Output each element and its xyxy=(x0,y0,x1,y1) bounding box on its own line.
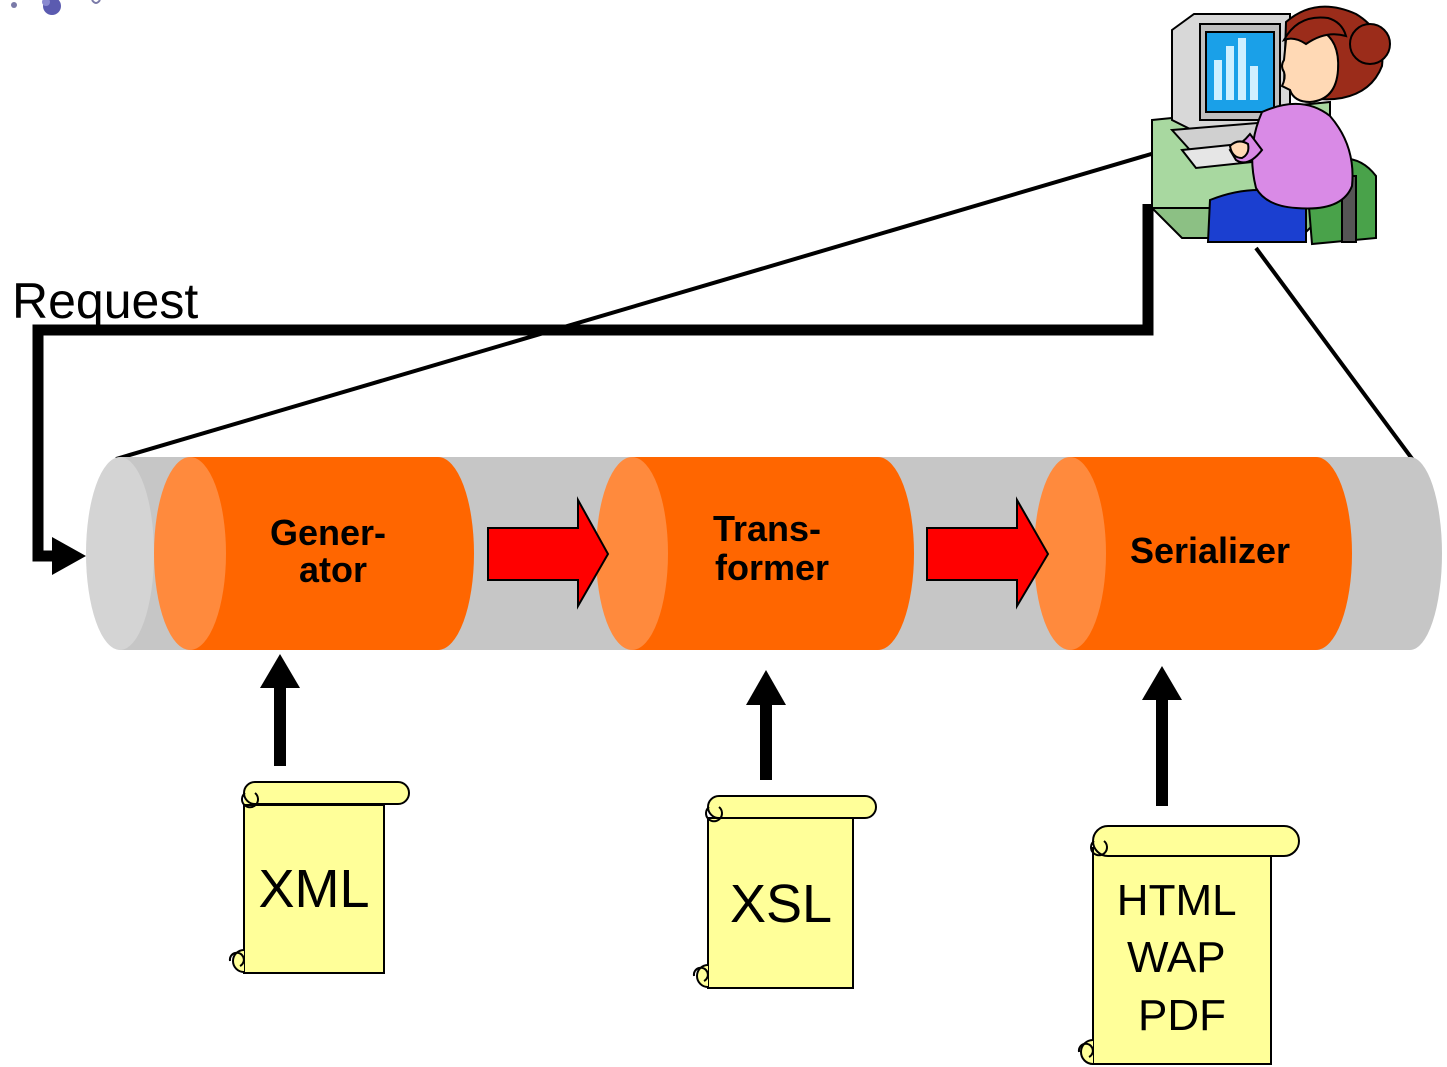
input-arrow-xml xyxy=(260,654,300,766)
stage-label-line: Trans- xyxy=(713,508,821,549)
stage-transformer xyxy=(596,457,914,650)
input-arrow-xsl xyxy=(746,670,786,780)
response-line-left xyxy=(115,150,1159,461)
document-label-xml: XML xyxy=(258,859,369,919)
stage-serializer xyxy=(1034,457,1352,650)
document-label-line: XML xyxy=(258,859,369,919)
document-label-output: HTML WAP PDF xyxy=(1117,876,1247,1040)
stage-generator xyxy=(154,457,474,650)
stage-label-line: Serializer xyxy=(1130,530,1290,571)
request-path xyxy=(32,204,1154,575)
stage-label-line: Gener- xyxy=(270,512,386,553)
document-scroll-xsl xyxy=(692,795,877,989)
logo-icon xyxy=(11,0,101,15)
user-at-computer-icon xyxy=(1149,5,1391,246)
request-arrowhead xyxy=(52,537,86,575)
stage-label-serializer: Serializer xyxy=(1130,530,1290,571)
document-scroll-output xyxy=(1077,825,1300,1065)
input-arrow-output xyxy=(1142,666,1182,806)
stage-label-line: former xyxy=(715,547,829,588)
document-label-xsl: XSL xyxy=(730,874,832,934)
response-line-right xyxy=(1254,246,1415,462)
request-label: Request xyxy=(12,273,198,329)
stage-label-generator: Gener- ator xyxy=(270,512,396,590)
stage-label-transformer: Trans- former xyxy=(713,508,831,588)
flow-arrow-generator-transformer xyxy=(487,496,610,610)
document-label-line: HTML xyxy=(1117,876,1236,925)
flow-arrow-transformer-serializer xyxy=(926,496,1050,610)
document-scroll-xml xyxy=(228,781,410,974)
document-label-line: WAP xyxy=(1127,933,1225,982)
document-label-line: PDF xyxy=(1138,991,1226,1040)
stage-label-line: ator xyxy=(299,549,367,590)
document-label-line: XSL xyxy=(730,874,832,934)
